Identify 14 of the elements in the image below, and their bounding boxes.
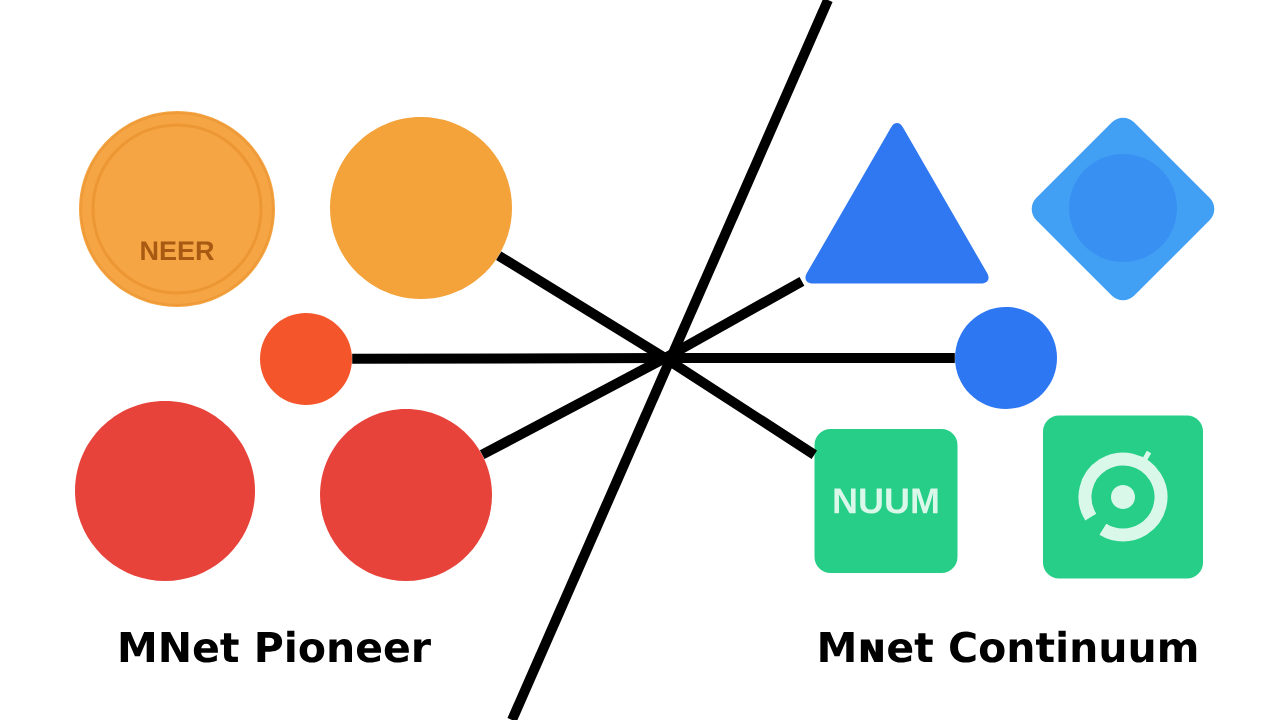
- app-tile: NUUM: [814, 429, 958, 573]
- circle: [330, 117, 512, 299]
- triangle: [805, 123, 989, 284]
- circle: [320, 409, 492, 581]
- diamond: [1031, 117, 1215, 301]
- connector-line: [496, 251, 818, 459]
- circle: [75, 401, 255, 581]
- heading: MNet Pioneer: [120, 630, 431, 663]
- heading: Mɴet Continuum: [820, 630, 1197, 663]
- circle: [955, 307, 1057, 409]
- connector-line: [352, 353, 955, 364]
- connector-line: [479, 276, 805, 460]
- circle: [260, 313, 352, 405]
- coin: NEER: [79, 111, 275, 307]
